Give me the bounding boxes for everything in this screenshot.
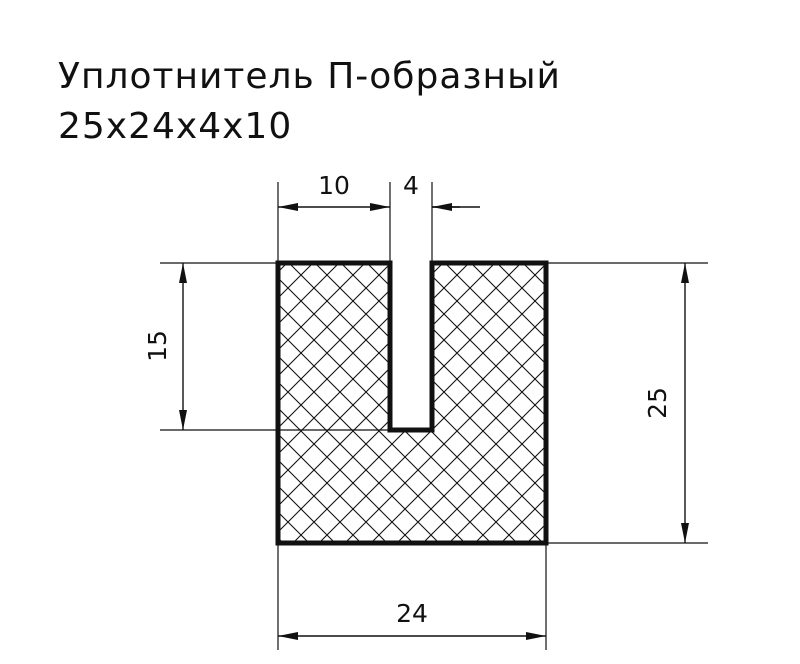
dim-label-4: 4 (403, 171, 419, 200)
dim-label-24: 24 (396, 599, 428, 628)
dim-label-10: 10 (318, 171, 350, 200)
title-line-size: 25x24x4x10 (58, 106, 293, 147)
dimension-lines (179, 203, 689, 640)
title-block: Уплотнитель П-образный 25x24x4x10 (58, 52, 561, 152)
dim-label-25: 25 (643, 387, 672, 419)
title-line-name: Уплотнитель П-образный (58, 56, 561, 97)
dim-label-15: 15 (143, 330, 172, 362)
profile-section (275, 260, 549, 546)
